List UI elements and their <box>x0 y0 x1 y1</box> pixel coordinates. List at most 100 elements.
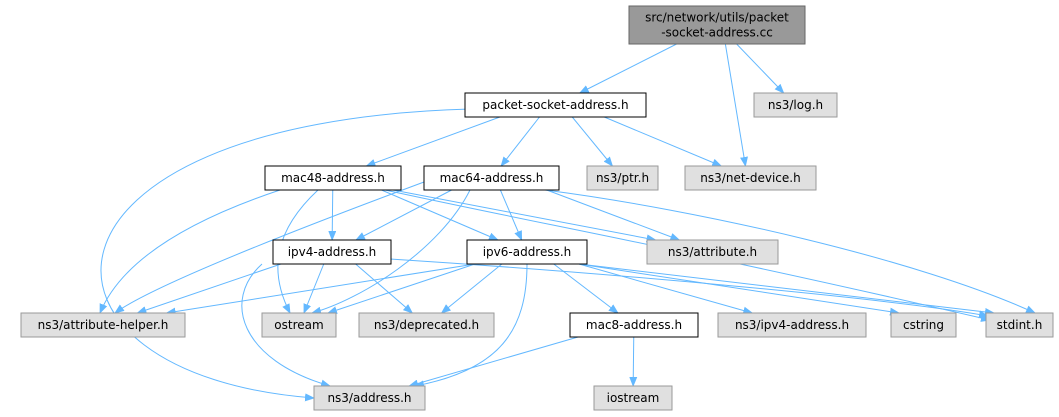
edge-path <box>165 263 476 316</box>
edge-mac64-to-stdint <box>544 189 1036 314</box>
edge-ipv4-to-attrhelper <box>136 263 282 314</box>
edge-ipv6-to-cstring <box>578 263 900 316</box>
edge-path <box>546 189 681 241</box>
edge-path <box>414 263 528 389</box>
edge-mac48-to-stdint <box>384 189 991 322</box>
node-label: ns3/net-device.h <box>700 171 800 185</box>
edge-path <box>100 108 471 402</box>
node-box <box>272 239 392 265</box>
edge-path <box>114 181 425 314</box>
edge-root-to-psa <box>578 43 677 94</box>
edge-mac8-to-iostream <box>629 336 638 387</box>
edge-ipv6-to-deprecated <box>440 263 503 314</box>
node-label: packet-socket-address.h <box>482 98 628 112</box>
edge-psa-to-ptr <box>571 116 614 167</box>
node-label: ns3/ptr.h <box>596 171 649 185</box>
edge-ipv6-to-mac8 <box>553 263 619 314</box>
node-iostream: iostream <box>593 385 673 411</box>
node-address: ns3/address.h <box>313 385 426 411</box>
node-box <box>358 312 495 338</box>
edge-path <box>355 189 452 241</box>
node-box <box>20 312 186 338</box>
node-ipv4[interactable]: ipv4-address.h <box>272 239 392 265</box>
edge-path <box>578 263 995 316</box>
edge-path <box>355 263 414 314</box>
edge-psa-to-mac48 <box>365 116 501 167</box>
edge-path <box>724 43 748 167</box>
edge-psa-to-mac64 <box>500 116 540 167</box>
edge-path <box>136 263 282 314</box>
edge-path <box>499 189 523 241</box>
node-box <box>646 239 779 265</box>
node-box <box>985 312 1054 338</box>
edge-path <box>408 336 579 388</box>
node-mac8[interactable]: mac8-address.h <box>569 312 699 338</box>
node-ptr: ns3/ptr.h <box>586 165 659 191</box>
node-box <box>569 312 699 338</box>
edge-path <box>328 189 337 241</box>
edge-mac48-to-attrhelper <box>99 189 281 314</box>
node-label: ns3/deprecated.h <box>374 318 479 332</box>
edge-path <box>578 263 754 315</box>
node-label: ostream <box>274 318 323 332</box>
edge-path <box>365 116 501 167</box>
node-ostream: ostream <box>261 312 337 338</box>
node-label: src/network/utils/packet <box>645 11 789 25</box>
node-label: ns3/attribute-helper.h <box>38 318 169 332</box>
edge-mac48-to-ipv6 <box>381 189 499 241</box>
node-label: mac8-address.h <box>586 318 682 332</box>
edge-ipv6-to-attrhelper <box>165 263 476 316</box>
edge-mac48-to-ipv4 <box>328 189 337 241</box>
edge-path <box>736 43 785 94</box>
node-label: ipv4-address.h <box>288 245 377 259</box>
edge-mac64-to-ipv4 <box>355 189 452 241</box>
node-mac64[interactable]: mac64-address.h <box>423 165 560 191</box>
edge-ipv4-to-deprecated <box>355 263 414 314</box>
edge-mac64-to-attr <box>546 189 681 241</box>
node-root[interactable]: src/network/utils/packet-socket-address.… <box>628 5 806 45</box>
node-psa[interactable]: packet-socket-address.h <box>464 92 647 118</box>
node-label: iostream <box>607 391 660 405</box>
edge-mac64-to-attrhelper <box>114 181 425 314</box>
edge-path <box>381 189 499 241</box>
edge-path <box>327 263 476 314</box>
edge-psa-to-netdev <box>604 116 723 167</box>
node-label: cstring <box>903 318 944 332</box>
edge-root-to-netdev <box>724 43 748 167</box>
node-box <box>423 165 560 191</box>
node-label: -socket-address.cc <box>661 26 773 40</box>
node-label: ns3/attribute.h <box>668 245 757 259</box>
edge-root-to-log <box>736 43 785 94</box>
edge-path <box>440 263 503 314</box>
edge-ipv6-to-address <box>414 263 528 389</box>
edge-path <box>303 263 325 314</box>
edge-ipv4-to-stdint <box>389 258 989 319</box>
node-box <box>464 92 647 118</box>
edge-path <box>604 116 723 167</box>
node-label: ns3/ipv4-address.h <box>735 318 849 332</box>
edge-path <box>241 263 331 388</box>
node-box <box>593 385 673 411</box>
node-mac48[interactable]: mac48-address.h <box>264 165 402 191</box>
node-box <box>264 165 402 191</box>
edge-mac48-to-attr <box>392 189 657 243</box>
edge-path <box>392 189 657 243</box>
node-label: mac64-address.h <box>440 171 544 185</box>
node-label: ns3/log.h <box>768 98 823 112</box>
edge-mac8-to-address <box>408 336 579 388</box>
node-box <box>717 312 867 338</box>
node-label: stdint.h <box>997 318 1043 332</box>
node-box <box>684 165 817 191</box>
node-box <box>313 385 426 411</box>
node-netdev: ns3/net-device.h <box>684 165 817 191</box>
edge-path <box>389 258 989 319</box>
node-deprecated: ns3/deprecated.h <box>358 312 495 338</box>
node-attr: ns3/attribute.h <box>646 239 779 265</box>
node-box <box>890 312 957 338</box>
edge-path <box>384 189 991 322</box>
node-ipv6[interactable]: ipv6-address.h <box>466 239 588 265</box>
edge-path <box>629 336 638 387</box>
nodes-layer: src/network/utils/packet-socket-address.… <box>20 5 1054 411</box>
edge-path <box>578 43 677 94</box>
